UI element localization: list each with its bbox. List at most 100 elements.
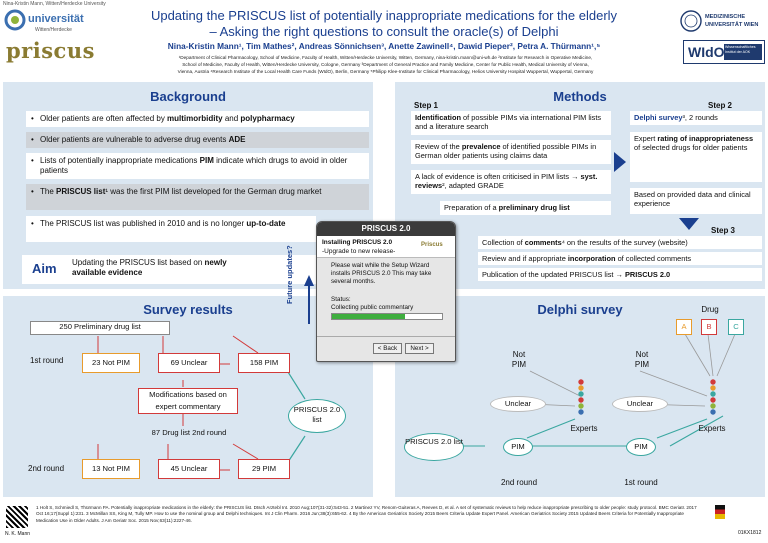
installer-status-label: Status:: [331, 296, 351, 303]
m-text: of collected comments: [615, 254, 692, 263]
bmbf-flag-icon: [715, 505, 725, 519]
delphi-round2-label: 2nd round: [500, 478, 538, 487]
step2-to-step3-arrow: [679, 218, 699, 230]
grant-code: 01KX1812: [738, 530, 762, 536]
future-updates-label: Future updates?: [285, 245, 294, 304]
survey-title: Survey results: [143, 302, 233, 317]
installer-subheading: -Upgrade to new release-: [322, 248, 396, 255]
delphi-drug-label: Drug: [701, 305, 719, 314]
survey-round1-label: 1st round: [30, 356, 64, 365]
m-text: of selected drugs for older patients: [634, 143, 748, 153]
uwh-logo: universität Witten/Herdecke: [4, 8, 84, 36]
aim-box: [22, 255, 322, 284]
qr-name: N. K. Mann: [5, 531, 31, 537]
step1-to-step2-arrow: [614, 152, 626, 172]
delphi-pim-left: PIM: [503, 438, 533, 456]
installer-header: [317, 236, 455, 258]
installer-next-button[interactable]: Next >: [405, 343, 434, 354]
survey-r1-notpim: 23 Not PIM: [82, 353, 140, 373]
poster-title-line1: Updating the PRISCUS list of potentially…: [150, 8, 618, 23]
authors: Nina-Kristin Mann¹, Tim Mathes², Andreas…: [167, 41, 601, 51]
m-bold: rating of inappropriateness: [657, 134, 754, 143]
uwh-logo-sub: Witten/Herdecke: [35, 27, 72, 33]
affiliation-line1: ¹Department of Clinical Pharmacology, Sc…: [178, 55, 593, 60]
installer-window[interactable]: PRISCUS 2.0 Installing PRISCUS 2.0 -Upgr…: [316, 221, 456, 362]
installer-progress-track: [331, 313, 443, 320]
step1-identification-box: Identification of possible PIMs via inte…: [411, 111, 611, 135]
step2-delphi-box: Delphi survey³, 2 rounds: [630, 111, 762, 125]
wido-logo-sub: Wissenschaftliches Institut der AOK: [724, 44, 762, 60]
installer-back-button[interactable]: < Back: [373, 343, 402, 354]
installer-progress-fill: [332, 314, 405, 319]
bullet-text: The PRISCUS list was published in 2010 a…: [40, 219, 247, 228]
survey-modifications: Modifications based on expert commentary: [138, 388, 238, 414]
wido-logo-text: WIdO: [688, 44, 725, 60]
survey-r1-pim: 158 PIM: [238, 353, 290, 373]
uwh-logo-text: universität: [28, 13, 84, 25]
step1-preparation-box: Preparation of a preliminary drug list: [440, 201, 611, 215]
m-bold: Delphi survey: [634, 113, 683, 122]
step3-review-box: Review and if appropriate incorporation …: [478, 252, 762, 265]
bullet-bold: PIM: [199, 156, 214, 165]
m-bold: comments: [524, 238, 562, 247]
delphi-unclear-right: Unclear: [612, 396, 668, 412]
bullet-bold: ADE: [228, 135, 246, 144]
bullet-text: Lists of potentially inappropriate medic…: [40, 156, 200, 165]
bullet-text: ¹ was the first PIM list developed for t…: [105, 187, 322, 196]
delphi-notpim-right: Not PIM: [634, 350, 650, 369]
corner-credit: Nina-Kristin Mann, Witten/Herdecke Unive…: [3, 1, 106, 7]
aim-label: Aim: [32, 261, 57, 276]
bullet-bold: multimorbidity: [167, 114, 223, 123]
installer-divider: [317, 336, 455, 337]
delphi-experts-left: Experts: [570, 424, 598, 433]
step2-label: Step 2: [708, 101, 733, 110]
installer-status-value: Collecting public commentary: [331, 304, 414, 311]
installer-title: PRISCUS 2.0: [361, 224, 411, 233]
m-text: Collection of: [482, 238, 525, 247]
step3-label: Step 3: [711, 226, 736, 235]
bullet-bold: up-to-date: [246, 219, 286, 228]
aim-text: Updating the PRISCUS list based on newly…: [72, 258, 312, 278]
step2-basis-box: Based on provided data and clinical expe…: [630, 188, 762, 214]
m-bold: prevalence: [461, 142, 501, 151]
delphi-round1-label: 1st round: [624, 478, 658, 487]
aim-text-bold1: newly: [204, 258, 227, 267]
step1-prevalence-box: Review of the prevalence of identified p…: [411, 140, 611, 164]
delphi-pim-right: PIM: [626, 438, 656, 456]
survey-r1-unclear: 69 Unclear: [158, 353, 220, 373]
survey-round2-label: 2nd round: [28, 464, 65, 473]
background-title: Background: [150, 89, 226, 104]
background-bullet-3: Lists of potentially inappropriate medic…: [26, 153, 369, 179]
survey-r2-pim: 29 PIM: [238, 459, 290, 479]
m-text: Review and if appropriate: [482, 254, 568, 263]
m-text: of identified possible PIMs in German ol…: [415, 142, 597, 161]
affiliation-line3: Vienna, Austria ⁴Research Institute of t…: [177, 69, 594, 74]
background-bullet-5: The PRISCUS list was published in 2010 a…: [26, 216, 316, 242]
aim-text-bold2: available evidence: [72, 268, 143, 277]
bullet-text: indicate which drugs to avoid in older p…: [40, 156, 348, 175]
installer-titlebar[interactable]: [317, 222, 455, 236]
delphi-drug-c: C: [728, 319, 744, 335]
aim-text-plain: Updating the PRISCUS list based on: [72, 258, 205, 267]
m-text: Expert: [634, 134, 658, 143]
m-text: ⁴ on the results of the survey (website): [561, 238, 688, 247]
qr-code: [6, 506, 28, 528]
delphi-priscus-node: PRISCUS 2.0 list: [404, 433, 464, 461]
priscus-logo: priscus: [6, 38, 95, 63]
delphi-notpim-left: Not PIM: [511, 350, 527, 369]
survey-r2-unclear: 45 Unclear: [158, 459, 220, 479]
vienna-logo-line1: MEDIZINISCHE: [705, 14, 746, 20]
m-bold: incorporation: [567, 254, 616, 263]
m-bold: syst. reviews: [415, 172, 598, 191]
delphi-experts-right: Experts: [698, 424, 726, 433]
survey-priscus-node: PRISCUS 2.0 list: [288, 399, 346, 433]
bullet-text: Older patients are vulnerable to adverse…: [40, 135, 229, 144]
m-text: Preparation of a: [444, 203, 499, 212]
m-text: Publication of the updated PRISCUS list …: [482, 270, 625, 279]
m-bold: PRISCUS 2.0: [624, 270, 671, 279]
poster-title-line2: – Asking the right questions to consult …: [209, 24, 559, 39]
installer-body: Please wait while the Setup Wizard insta…: [331, 262, 432, 285]
step1-reviews-box: A lack of evidence is often criticised i…: [411, 170, 611, 194]
bullet-bold: polypharmacy: [240, 114, 295, 123]
references: 1 Holt S, Schmiedl S, Thürmann PA. Poten…: [36, 505, 697, 523]
